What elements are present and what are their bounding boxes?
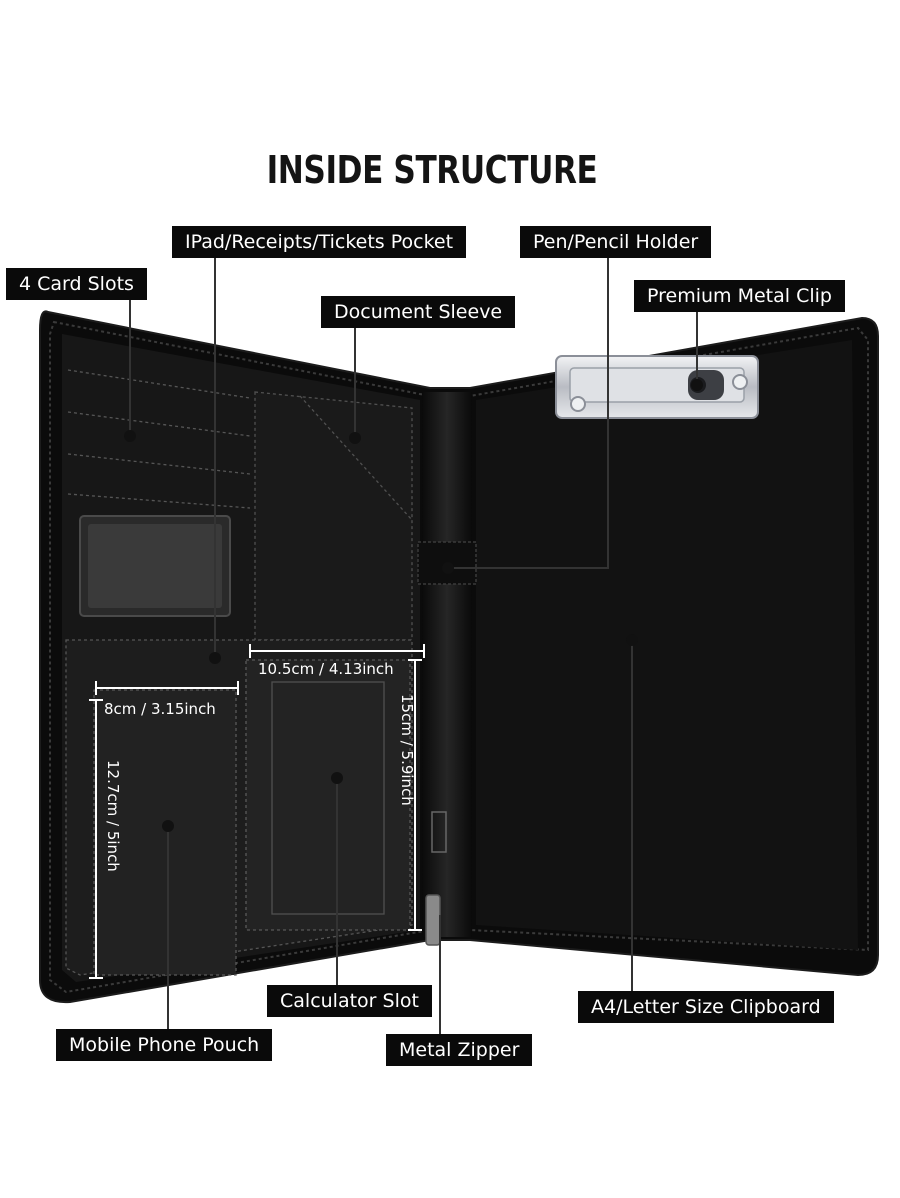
label-ipad-pocket: IPad/Receipts/Tickets Pocket: [172, 226, 467, 258]
metal-clip: [555, 355, 759, 419]
zipper-pull: [425, 894, 441, 946]
calculator-slot: [245, 659, 411, 931]
dim-pocket-width: 10.5cm / 4.13inch: [258, 660, 394, 678]
label-phone-pouch: Mobile Phone Pouch: [56, 1029, 273, 1061]
label-pen-holder: Pen/Pencil Holder: [520, 226, 712, 258]
label-metal-clip: Premium Metal Clip: [634, 280, 845, 312]
page-title: INSIDE STRUCTURE: [266, 148, 598, 192]
spine: [422, 392, 472, 937]
label-clipboard: A4/Letter Size Clipboard: [578, 991, 834, 1023]
label-calculator-slot: Calculator Slot: [267, 985, 432, 1017]
right-inner-panel: [476, 340, 858, 950]
leader-dots: [124, 379, 703, 832]
dimension-lines: [89, 644, 425, 979]
dim-phone-height: 12.7cm / 5inch: [104, 760, 122, 872]
dim-pocket-height: 15cm / 5.9inch: [398, 694, 416, 806]
label-card-slots: 4 Card Slots: [6, 268, 147, 300]
label-metal-zipper: Metal Zipper: [386, 1034, 533, 1066]
label-document-sleeve: Document Sleeve: [321, 296, 516, 328]
document-sleeve: [254, 391, 413, 641]
leader-lines: [129, 256, 698, 1036]
phone-pouch: [93, 689, 237, 976]
dim-phone-width: 8cm / 3.15inch: [104, 700, 216, 718]
card-slots: [67, 369, 251, 509]
